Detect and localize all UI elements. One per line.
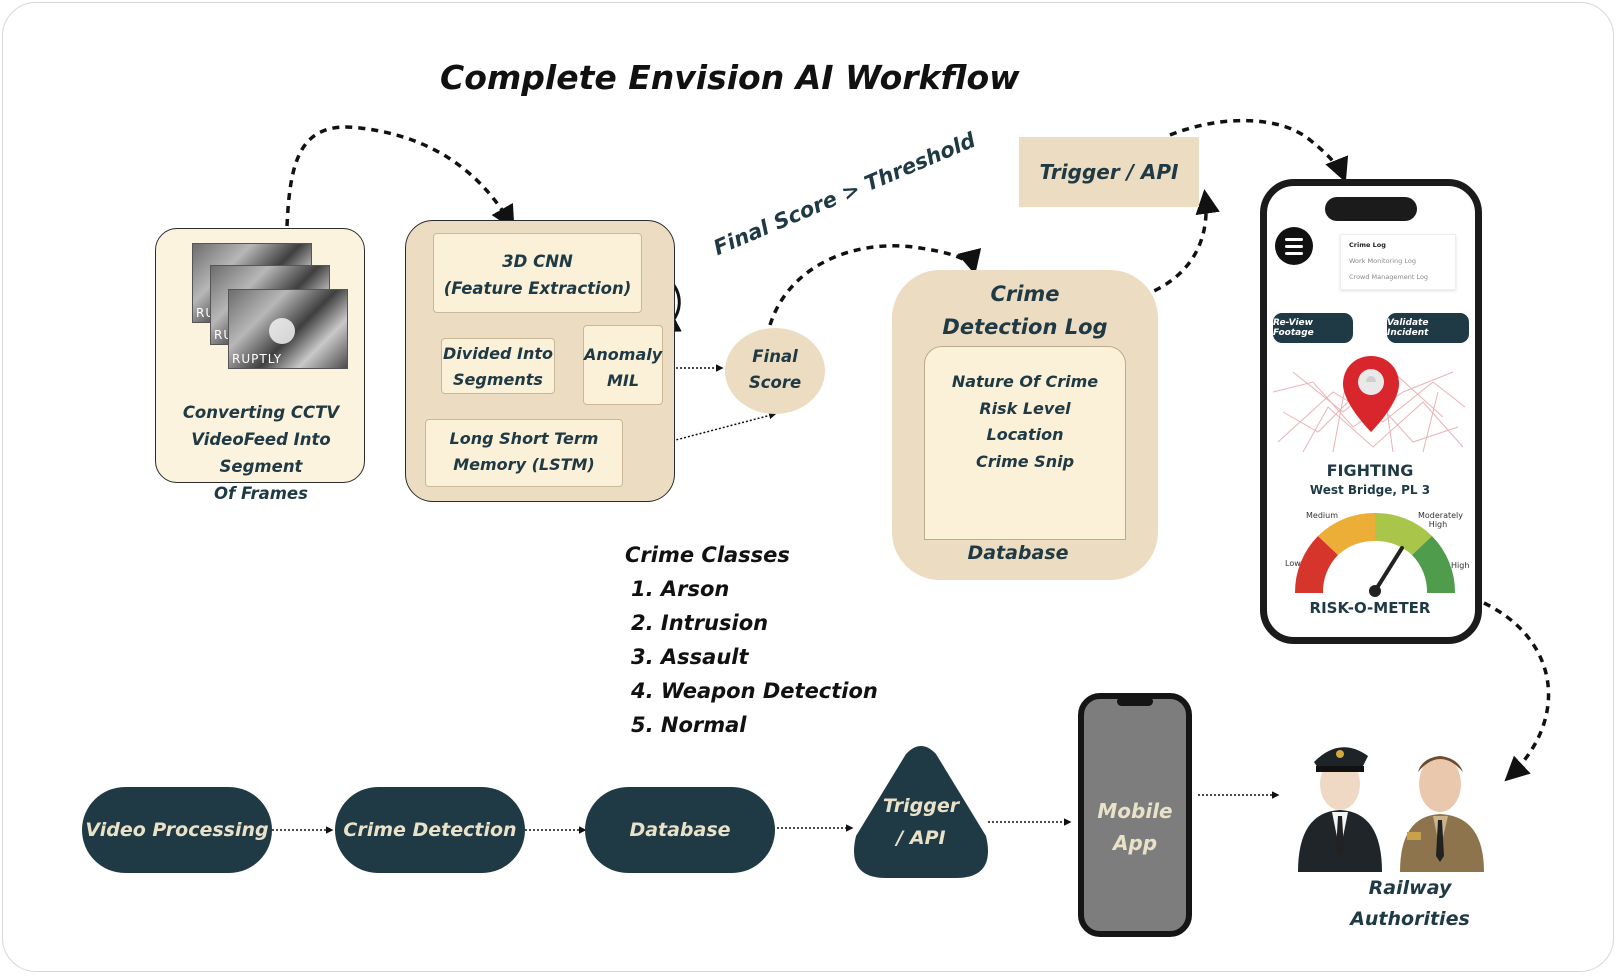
frames-box: RUPTLY RUPTLY RUPTLY Converting CCTV Vid… xyxy=(155,228,365,503)
lstm-block: Long Short Term Memory (LSTM) xyxy=(425,419,623,487)
crime-class-item: 5. Normal xyxy=(631,713,747,737)
arrow-score-to-log xyxy=(768,244,982,326)
pipeline-trigger-label: Trigger / API xyxy=(882,795,960,849)
arrow-log-to-trigger xyxy=(1129,189,1220,302)
railway-officers-icon xyxy=(1298,747,1484,872)
arrow-phone-to-authorities xyxy=(1483,601,1551,782)
log-field-nature: Nature Of Crime xyxy=(951,372,1099,391)
crime-class-item: 1. Arson xyxy=(631,577,730,601)
frames-label: Converting CCTV VideoFeed Into Segment O… xyxy=(182,403,340,503)
crime-log-title: Crime Detection Log xyxy=(942,282,1108,339)
mobile-app-label: Mobile App xyxy=(1097,799,1173,855)
anomaly-block: Anomaly MIL xyxy=(583,325,663,405)
hamburger-menu-icon[interactable] xyxy=(1275,227,1313,265)
pipeline-trigger-shape xyxy=(854,746,988,878)
crime-class-item: 3. Assault xyxy=(631,645,749,669)
log-field-risk: Risk Level xyxy=(979,398,1071,418)
crime-class-item: 2. Intrusion xyxy=(631,611,769,635)
pipeline-database: Database xyxy=(585,787,775,873)
validate-incident-button[interactable]: Validate Incident xyxy=(1387,313,1469,343)
segments-block: Divided Into Segments xyxy=(441,338,555,394)
pipeline-crime-detection: Crime Detection xyxy=(335,787,525,873)
review-footage-button[interactable]: Re-View Footage xyxy=(1273,313,1353,343)
crime-class-item: 4. Weapon Detection xyxy=(631,679,878,703)
phone-notch xyxy=(1325,197,1417,221)
final-score-node: Final Score xyxy=(725,328,825,414)
log-field-location: Location xyxy=(986,425,1064,444)
gauge-label-medium: Medium xyxy=(1306,511,1338,520)
map-location-icon xyxy=(1273,356,1466,453)
gauge-label-high: High xyxy=(1451,561,1470,570)
crime-classes-heading: Crime Classes xyxy=(625,543,790,567)
pipeline-mobile-app xyxy=(1078,693,1192,937)
model-box: 3D CNN (Feature Extraction) Divided Into… xyxy=(405,220,675,502)
arrow-frames-to-model xyxy=(285,125,515,231)
database-label: Database xyxy=(967,542,1069,564)
incident-type: FIGHTING xyxy=(1326,461,1414,480)
diagram-title: Complete Envision AI Workflow xyxy=(440,58,1020,97)
log-field-snip: Crime Snip xyxy=(975,451,1075,471)
gauge-label-moderately-high: Moderately High xyxy=(1418,511,1464,529)
cctv-frame-3: RUPTLY xyxy=(228,289,348,369)
gauge-label-low: Low xyxy=(1285,559,1301,568)
incident-location: West Bridge, PL 3 xyxy=(1309,483,1431,497)
pipeline-video-processing: Video Processing xyxy=(82,787,272,873)
crime-classes: Crime Classes 1. Arson 2. Intrusion 3. A… xyxy=(625,538,878,742)
authorities-label: Railway Authorities xyxy=(1350,877,1470,930)
menu-item-crime-log[interactable]: Crime Log xyxy=(1349,241,1386,249)
trigger-api-top: Trigger / API xyxy=(1019,137,1199,207)
crime-log-fields: Nature Of Crime Risk Level Location Crim… xyxy=(924,346,1126,540)
menu-item-crowd-management[interactable]: Crowd Management Log xyxy=(1349,273,1429,281)
phone-menu-dropdown: Crime Log Work Monitoring Log Crowd Mana… xyxy=(1340,234,1456,290)
mobile-notch xyxy=(1117,697,1153,706)
menu-item-work-monitoring[interactable]: Work Monitoring Log xyxy=(1349,257,1416,265)
arrow-trigger-to-phone xyxy=(1169,118,1349,183)
risk-meter-title: RISK-O-METER xyxy=(1309,599,1431,617)
cnn-block: 3D CNN (Feature Extraction) xyxy=(433,233,642,313)
risk-gauge xyxy=(1294,512,1456,597)
